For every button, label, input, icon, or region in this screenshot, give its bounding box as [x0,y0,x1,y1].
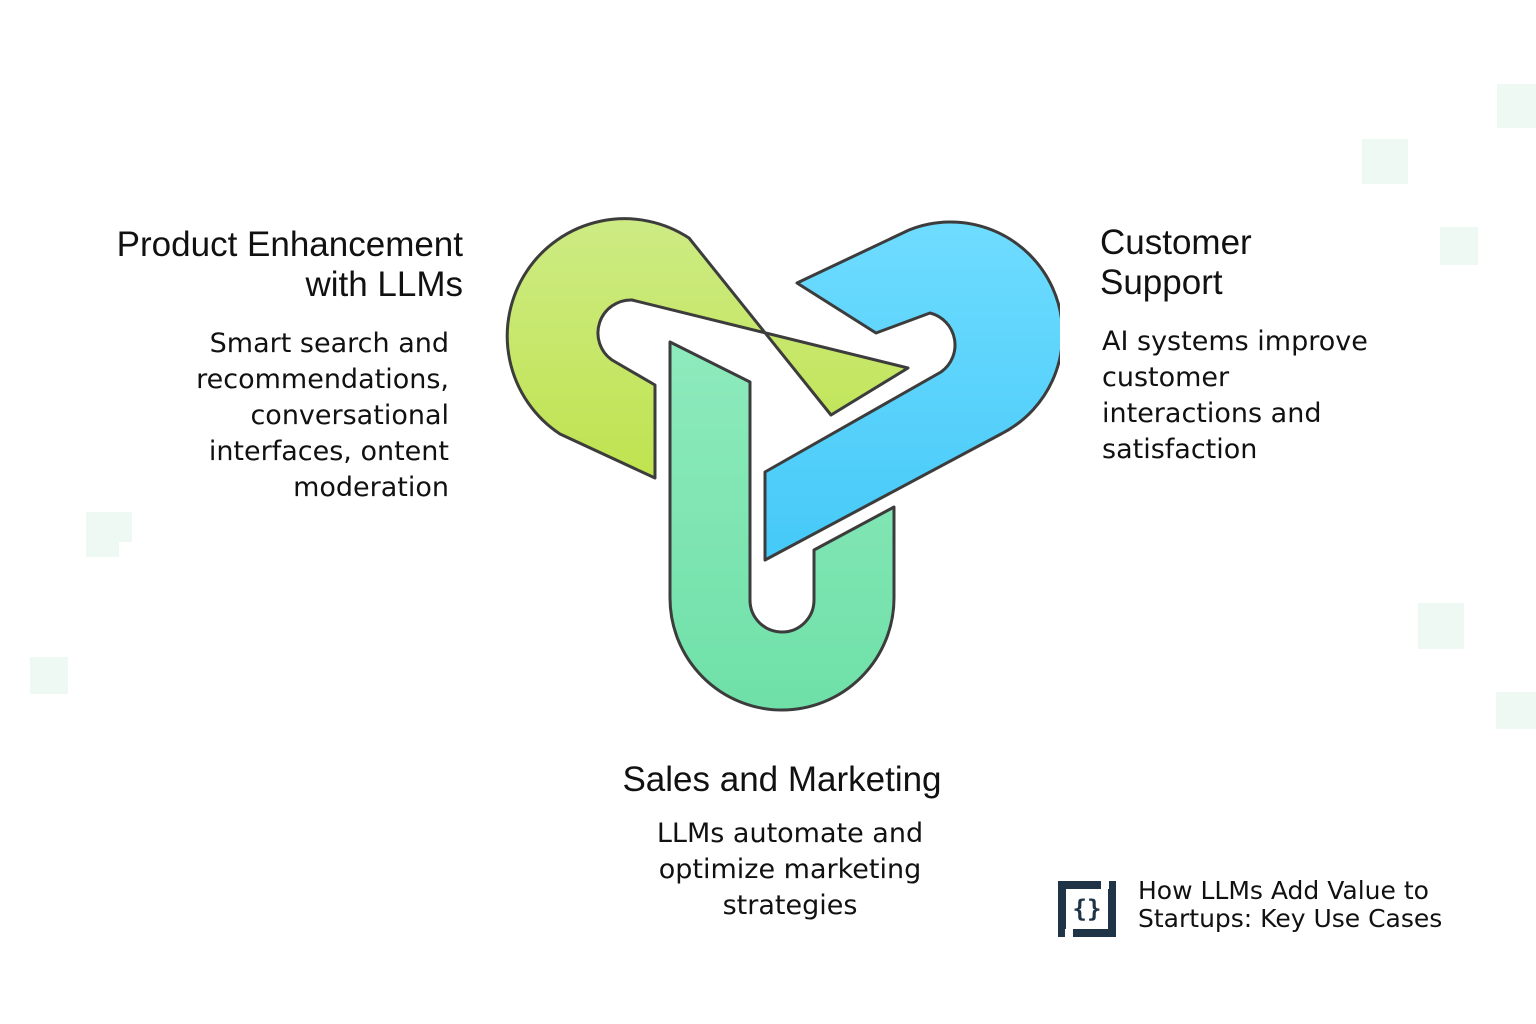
heading-line: with LLMs [305,265,463,304]
decor-square [30,657,68,694]
curly-braces-icon: {} [1058,881,1116,937]
heading-line: Customer [1100,223,1252,262]
customer-support-heading: Customer Support [1100,223,1400,303]
product-enhancement-loop [505,217,910,480]
product-enhancement-heading: Product Enhancement with LLMs [60,225,463,305]
product-enhancement-description: Smart search and recommendations, conver… [140,326,449,506]
heading-line: Support [1100,263,1223,302]
sales-marketing-heading: Sales and Marketing [560,760,1004,800]
footer-title-line: Startups: Key Use Cases [1138,904,1443,933]
description-line: conversational [250,400,449,431]
decor-square [1497,84,1536,128]
description-line: moderation [293,472,449,503]
description-line: AI systems improve [1102,326,1368,357]
sales-marketing-loop [668,340,896,712]
heading-line: Product Enhancement [116,225,463,264]
footer-title-line: How LLMs Add Value to [1138,876,1429,905]
description-line: strategies [722,890,858,921]
description-line: interactions and [1102,398,1322,429]
description-line: optimize marketing [658,854,922,885]
decor-square [86,540,119,557]
decor-square [1496,692,1536,729]
decor-square [1362,139,1408,184]
decor-square [86,512,132,542]
description-line: interfaces, ontent [208,436,449,467]
heading-line: Sales and Marketing [622,760,942,799]
description-line: recommendations, [196,364,449,395]
description-line: customer [1102,362,1230,393]
interlocking-loops-diagram [505,217,1060,712]
sales-marketing-description: LLMs automate and optimize marketing str… [590,816,990,924]
decor-square [1418,603,1464,649]
description-line: Smart search and [209,328,449,359]
customer-support-description: AI systems improve customer interactions… [1102,324,1422,468]
decor-square [1440,227,1478,265]
description-line: LLMs automate and [656,818,924,849]
footer-title: How LLMs Add Value to Startups: Key Use … [1138,877,1442,933]
logo-glyph: {} [1073,895,1102,923]
customer-support-loop [763,220,1060,562]
description-line: satisfaction [1102,434,1258,465]
